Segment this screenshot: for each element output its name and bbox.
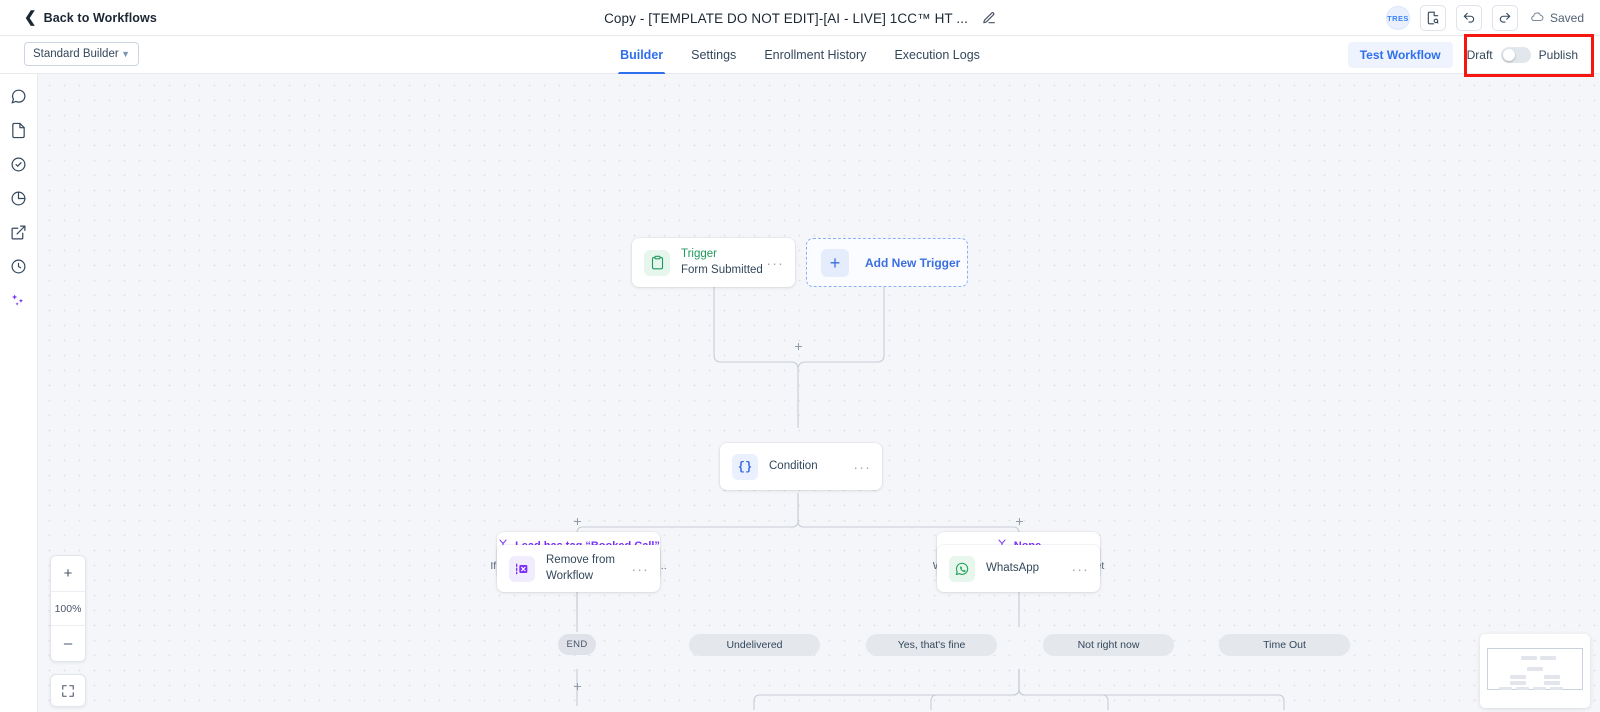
end-node: END: [558, 634, 596, 655]
tab-bar: Builder Settings Enrollment History Exec…: [606, 36, 994, 74]
ai-sparkles-icon[interactable]: [9, 290, 29, 310]
add-step-plus-branch-right[interactable]: +: [1015, 513, 1024, 529]
save-status: Saved: [1530, 10, 1584, 27]
minimap-node: [1510, 681, 1526, 685]
document-search-icon[interactable]: [1419, 5, 1446, 31]
action-node-text: WhatsApp: [986, 561, 1071, 577]
condition-node-text: Condition: [769, 459, 853, 475]
outcome-pill-not-right-now[interactable]: Not right now: [1043, 634, 1174, 656]
add-new-trigger-label: Add New Trigger: [865, 255, 961, 270]
trigger-node-menu[interactable]: ···: [766, 254, 784, 271]
zoom-out-button[interactable]: –: [63, 635, 73, 652]
trigger-node-text: Trigger Form Submitted: [681, 247, 766, 278]
minimap-node: [1510, 675, 1526, 679]
page-title: Copy - [TEMPLATE DO NOT EDIT]-[AI - LIVE…: [604, 10, 968, 26]
connector-wires: [576, 287, 1285, 710]
condition-node[interactable]: {} Condition ···: [720, 443, 882, 490]
add-step-plus-branch-left[interactable]: +: [573, 513, 582, 529]
minimap-node: [1550, 687, 1563, 690]
action-node-menu[interactable]: ···: [1071, 560, 1089, 577]
left-rail: [0, 74, 38, 712]
plus-icon: +: [821, 248, 849, 277]
trigger-node-subtitle: Form Submitted: [681, 263, 763, 276]
tab-execution-logs-label: Execution Logs: [894, 48, 980, 62]
condition-node-title: Condition: [769, 459, 818, 472]
clock-history-icon[interactable]: [9, 256, 29, 276]
publish-toggle-group: Draft Publish: [1467, 47, 1578, 63]
add-new-trigger-button[interactable]: + Add New Trigger: [806, 238, 968, 287]
minimap-viewport[interactable]: [1487, 648, 1583, 690]
check-circle-icon[interactable]: [9, 154, 29, 174]
minimap-node: [1544, 675, 1560, 679]
chevron-left-icon: ❮: [24, 9, 37, 26]
workflow-canvas[interactable]: Trigger Form Submitted ··· + Add New Tri…: [38, 74, 1600, 712]
outcome-pill-undelivered[interactable]: Undelivered: [689, 634, 820, 656]
action-node-title: Remove from Workflow: [546, 553, 616, 582]
action-node-remove-from-workflow[interactable]: Remove from Workflow ···: [497, 545, 660, 592]
toggle-knob: [1502, 49, 1515, 61]
builder-mode-select[interactable]: Standard Builder ▼: [24, 42, 139, 66]
trigger-node[interactable]: Trigger Form Submitted ···: [632, 238, 795, 287]
minimap-node: [1527, 667, 1543, 671]
external-link-icon[interactable]: [9, 222, 29, 242]
add-step-plus-end-branch[interactable]: +: [573, 678, 582, 694]
tab-execution-logs[interactable]: Execution Logs: [880, 36, 993, 74]
minimap-node: [1540, 656, 1556, 660]
action-node-title: WhatsApp: [986, 561, 1040, 574]
top-bar: ❮ Back to Workflows Copy - [TEMPLATE DO …: [0, 0, 1600, 36]
pencil-icon[interactable]: [982, 11, 996, 25]
action-node-text: Remove from Workflow: [546, 553, 631, 584]
minimap[interactable]: [1480, 634, 1590, 708]
tab-enrollment-history-label: Enrollment History: [764, 48, 867, 62]
outcome-pill-time-out[interactable]: Time Out: [1219, 634, 1350, 656]
add-step-plus-condition[interactable]: +: [794, 338, 803, 354]
tab-settings-label: Settings: [691, 48, 737, 62]
action-node-menu[interactable]: ···: [631, 560, 649, 577]
tab-enrollment-history[interactable]: Enrollment History: [750, 36, 880, 74]
action-node-whatsapp[interactable]: WhatsApp ···: [937, 545, 1100, 592]
publish-toggle[interactable]: [1500, 47, 1531, 63]
clipboard-icon: [644, 249, 670, 276]
draft-label: Draft: [1466, 48, 1493, 62]
workflow-title-group: Copy - [TEMPLATE DO NOT EDIT]-[AI - LIVE…: [604, 0, 996, 36]
zoom-level-label: 100%: [51, 591, 85, 626]
minimap-node: [1544, 681, 1560, 685]
avatar-label: TRES: [1387, 13, 1409, 23]
back-to-workflows-link[interactable]: ❮ Back to Workflows: [24, 10, 157, 25]
trigger-node-title: Trigger: [681, 247, 717, 260]
cloud-icon: [1530, 10, 1544, 27]
avatar[interactable]: TRES: [1385, 6, 1410, 30]
tab-settings[interactable]: Settings: [677, 36, 750, 74]
remove-from-workflow-icon: [509, 555, 535, 582]
minimap-node: [1499, 687, 1512, 690]
zoom-controls: + 100% –: [50, 555, 86, 662]
braces-icon: {}: [732, 453, 758, 480]
sub-bar: Standard Builder ▼ Builder Settings Enro…: [0, 36, 1600, 74]
minimap-node: [1516, 687, 1529, 690]
pie-chart-icon[interactable]: [9, 188, 29, 208]
tab-builder[interactable]: Builder: [606, 36, 677, 74]
chat-bubble-icon[interactable]: [9, 86, 29, 106]
whatsapp-icon: [949, 555, 975, 582]
test-workflow-button[interactable]: Test Workflow: [1347, 42, 1453, 68]
back-to-workflows-label: Back to Workflows: [43, 10, 157, 25]
minimap-node: [1533, 687, 1546, 690]
outcome-pill-yes-thats-fine[interactable]: Yes, that's fine: [866, 634, 997, 656]
condition-node-menu[interactable]: ···: [853, 458, 871, 475]
publish-label: Publish: [1538, 48, 1578, 62]
redo-icon[interactable]: [1491, 5, 1518, 31]
sub-bar-right-group: Test Workflow Draft Publish: [1347, 36, 1588, 74]
minimap-node: [1521, 656, 1537, 660]
tab-builder-label: Builder: [620, 48, 664, 62]
fit-screen-icon[interactable]: [50, 674, 86, 707]
top-bar-right-group: TRES Saved: [1385, 0, 1584, 36]
undo-icon[interactable]: [1455, 5, 1482, 31]
document-icon[interactable]: [9, 120, 29, 140]
zoom-in-button[interactable]: +: [63, 565, 73, 582]
save-status-label: Saved: [1549, 11, 1584, 25]
builder-mode-value: Standard Builder: [33, 48, 119, 60]
chevron-down-icon: ▼: [121, 49, 130, 59]
